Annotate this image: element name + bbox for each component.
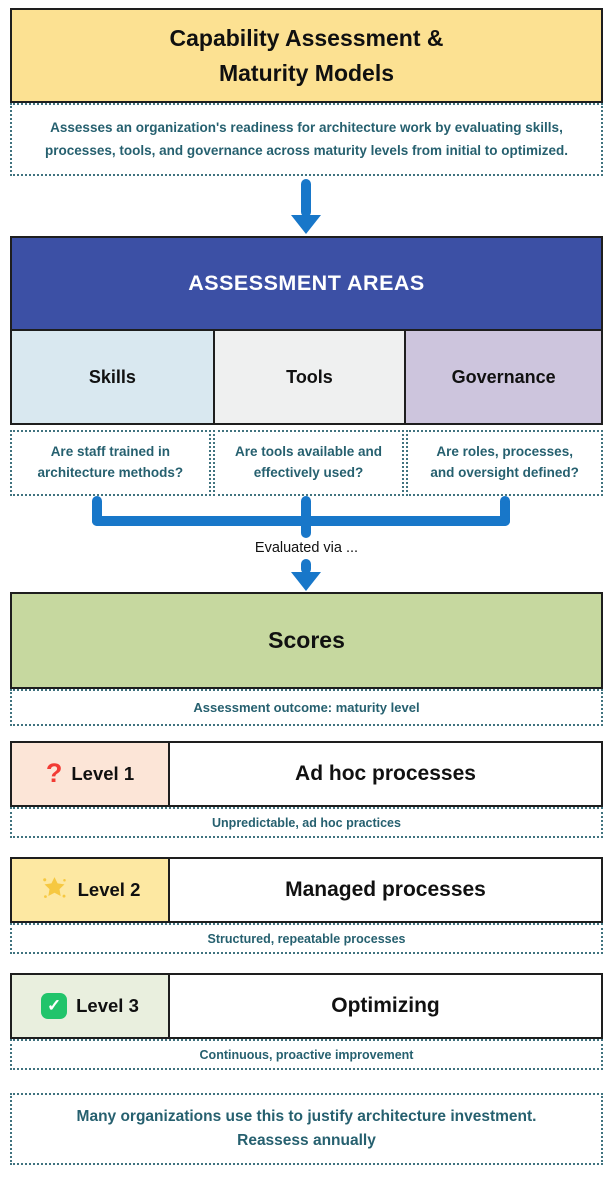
question-skills: Are staff trained in architecture method… xyxy=(10,430,211,496)
description-text: Assesses an organization's readiness for… xyxy=(45,120,568,158)
level-2-badge: Level 2 xyxy=(12,859,170,921)
title-line-1: Capability Assessment & xyxy=(169,25,444,51)
question-mark-icon: ? xyxy=(45,757,63,788)
level-1-badge: ? Level 1 xyxy=(12,743,170,805)
area-cell-skills: Skills xyxy=(12,331,213,423)
bracket-left-stem xyxy=(92,496,102,526)
bracket-right-stem xyxy=(500,496,510,526)
level-2-caption: Structured, repeatable processes xyxy=(10,923,603,954)
question-tools: Are tools available and effectively used… xyxy=(212,430,405,496)
level-2-title: Managed processes xyxy=(285,878,486,901)
level-2-label: Level 2 xyxy=(77,879,141,900)
arrow-stem xyxy=(301,179,311,217)
scores-box: Scores xyxy=(10,592,603,689)
scores-title: Scores xyxy=(268,627,345,653)
arrow-head-icon xyxy=(291,215,321,234)
assessment-areas-header: ASSESSMENT AREAS xyxy=(10,236,603,329)
level-1-label: Level 1 xyxy=(71,763,135,784)
title-line-2: Maturity Models xyxy=(218,59,395,86)
level-1-caption: Unpredictable, ad hoc practices xyxy=(10,807,603,838)
level-1-title: Ad hoc processes xyxy=(295,762,476,785)
level-1-row: ? Level 1 Ad hoc processes xyxy=(10,741,603,807)
level-3-title: Optimizing xyxy=(331,994,440,1017)
check-mark-icon: ✓ xyxy=(41,993,68,1019)
title-box: Capability Assessment & Maturity Models xyxy=(10,8,603,103)
level-2-row: Level 2 Managed processes xyxy=(10,857,603,923)
description-box: Assesses an organization's readiness for… xyxy=(10,103,603,176)
arrow-head-2-icon xyxy=(291,572,321,591)
glowing-star-icon xyxy=(40,873,69,907)
bracket-connector: Evaluated via ... xyxy=(10,496,603,592)
bracket-center-stem xyxy=(301,496,311,538)
question-governance: Are roles, processes, and oversight defi… xyxy=(406,430,603,496)
area-cell-governance: Governance xyxy=(404,331,601,423)
connector-label: Evaluated via ... xyxy=(254,540,359,556)
assessment-areas-title: ASSESSMENT AREAS xyxy=(188,271,425,295)
arrow-stem-2 xyxy=(301,559,311,574)
level-3-label: Level 3 xyxy=(76,995,139,1016)
area-questions-row: Are staff trained in architecture method… xyxy=(10,430,603,496)
scores-caption: Assessment outcome: maturity level xyxy=(10,689,603,726)
area-cell-tools: Tools xyxy=(212,331,405,423)
assessment-areas-row: Skills Tools Governance xyxy=(10,329,603,425)
level-3-caption: Continuous, proactive improvement xyxy=(10,1039,603,1070)
level-3-badge: ✓ Level 3 xyxy=(12,975,170,1037)
footer-note-text: Many organizations use this to justify a… xyxy=(76,1107,537,1149)
footer-note-box: Many organizations use this to justify a… xyxy=(10,1093,603,1165)
down-arrow-1 xyxy=(10,176,603,236)
level-3-row: ✓ Level 3 Optimizing xyxy=(10,973,603,1039)
